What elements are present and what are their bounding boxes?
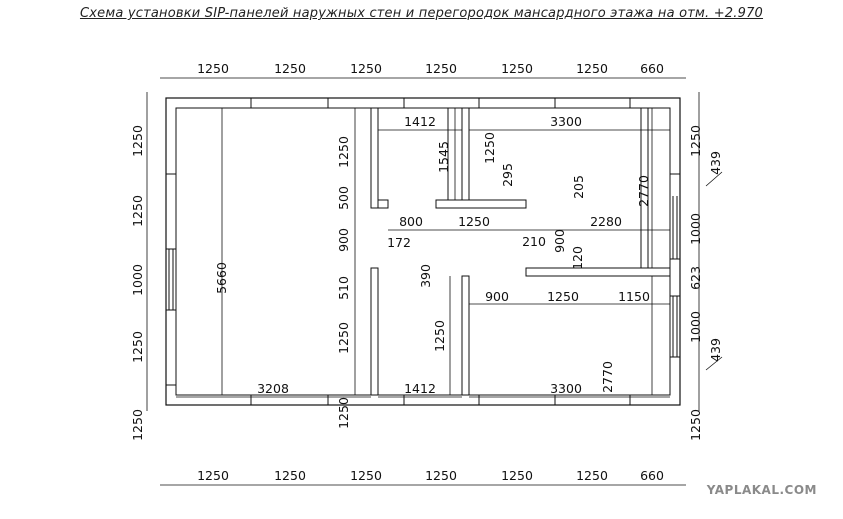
top-dim-3: 1250 bbox=[350, 61, 382, 76]
top-dim-5: 1250 bbox=[501, 61, 533, 76]
top-dimensions: 1250 1250 1250 1250 1250 1250 660 bbox=[197, 61, 664, 76]
dim-1412-bottom: 1412 bbox=[404, 381, 436, 396]
dim-390: 390 bbox=[418, 264, 433, 288]
left-dim-1: 1250 bbox=[130, 125, 145, 157]
dim-510: 510 bbox=[336, 276, 351, 300]
bottom-dim-6: 1250 bbox=[576, 468, 608, 483]
dim-500: 500 bbox=[336, 186, 351, 210]
dim-2280: 2280 bbox=[590, 214, 622, 229]
bottom-dim-1: 1250 bbox=[197, 468, 229, 483]
dim-1412-top: 1412 bbox=[404, 114, 436, 129]
dim-3208: 3208 bbox=[257, 381, 289, 396]
windows bbox=[168, 196, 678, 357]
dim-205: 205 bbox=[571, 175, 586, 199]
right-small-dim-1: 439 bbox=[708, 151, 723, 175]
drawing-title: Схема установки SIP-панелей наружных сте… bbox=[79, 6, 764, 21]
left-dim-5: 1250 bbox=[130, 409, 145, 441]
top-dim-4: 1250 bbox=[425, 61, 457, 76]
partitions bbox=[370, 107, 671, 396]
outer-wall-inner-edge bbox=[175, 107, 671, 396]
dim-800: 800 bbox=[399, 214, 423, 229]
dimension-lines bbox=[146, 77, 723, 486]
bottom-dim-7: 660 bbox=[640, 468, 664, 483]
dim-1250-v1: 1250 bbox=[482, 132, 497, 164]
dim-3300-top: 3300 bbox=[550, 114, 582, 129]
dim-295: 295 bbox=[500, 163, 515, 187]
dim-1150: 1150 bbox=[618, 289, 650, 304]
dim-1250-v2: 1250 bbox=[432, 320, 447, 352]
dim-2770-bottom: 2770 bbox=[600, 361, 615, 393]
top-dim-2: 1250 bbox=[274, 61, 306, 76]
dim-1250-h1: 1250 bbox=[458, 214, 490, 229]
dim-5660: 5660 bbox=[214, 262, 229, 294]
bottom-dimensions: 1250 1250 1250 1250 1250 1250 660 bbox=[197, 468, 664, 483]
dim-900-v1: 900 bbox=[552, 229, 567, 253]
dim-1545: 1545 bbox=[436, 141, 451, 173]
top-dim-6: 1250 bbox=[576, 61, 608, 76]
dim-2770-top: 2770 bbox=[636, 175, 651, 207]
dim-1250-v4: 1250 bbox=[336, 136, 351, 168]
right-small-dim-2: 439 bbox=[708, 338, 723, 362]
top-dim-7: 660 bbox=[640, 61, 664, 76]
right-dim-5: 1250 bbox=[688, 409, 703, 441]
dim-1250-h2: 1250 bbox=[547, 289, 579, 304]
top-dim-1: 1250 bbox=[197, 61, 229, 76]
dim-900-h: 900 bbox=[485, 289, 509, 304]
bottom-dim-2: 1250 bbox=[274, 468, 306, 483]
outer-wall-outer-edge bbox=[165, 97, 681, 406]
dim-900-v2: 900 bbox=[336, 228, 351, 252]
dim-172: 172 bbox=[387, 235, 411, 250]
dim-1250-v3: 1250 bbox=[336, 322, 351, 354]
bottom-dim-3: 1250 bbox=[350, 468, 382, 483]
dim-1250-v5: 1250 bbox=[336, 397, 351, 429]
left-dim-3: 1000 bbox=[130, 264, 145, 296]
right-dim-1: 1250 bbox=[688, 125, 703, 157]
left-dim-2: 1250 bbox=[130, 195, 145, 227]
right-dim-2: 1000 bbox=[688, 213, 703, 245]
right-dim-4: 1000 bbox=[688, 311, 703, 343]
panel-joints bbox=[166, 98, 680, 405]
dim-3300-bottom: 3300 bbox=[550, 381, 582, 396]
right-dim-3: 623 bbox=[688, 266, 703, 290]
dim-120: 120 bbox=[570, 246, 585, 270]
dim-210: 210 bbox=[522, 234, 546, 249]
left-dimensions: 1250 1250 1000 1250 1250 bbox=[130, 125, 145, 441]
interior-dimensions: 5660 3208 1412 1412 3300 3300 2770 2770 … bbox=[214, 114, 651, 429]
bottom-dim-5: 1250 bbox=[501, 468, 533, 483]
left-dim-4: 1250 bbox=[130, 331, 145, 363]
right-dimensions: 1250 1000 623 1000 1250 439 439 bbox=[688, 125, 723, 441]
bottom-dim-4: 1250 bbox=[425, 468, 457, 483]
watermark: YAPLAKAL.COM bbox=[706, 483, 817, 497]
